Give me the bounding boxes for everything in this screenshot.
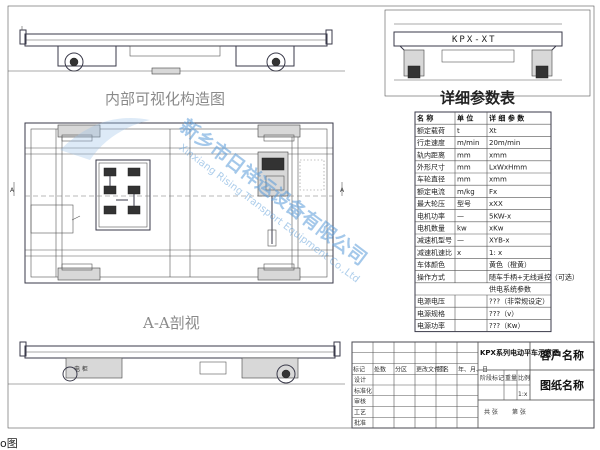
param-cell: 减速机速比 — [417, 248, 452, 257]
param-cell: Fx — [489, 188, 497, 196]
plan-view: A A — [10, 122, 345, 284]
meta-stage: 阶段标记 — [480, 374, 504, 382]
params-title: 详细参数表 — [440, 89, 516, 107]
param-cell: 减速机型号 — [417, 236, 452, 245]
param-cell: 最大轮压 — [417, 199, 445, 208]
param-cell: xKw — [489, 225, 504, 233]
param-cell: 5KW-x — [489, 212, 511, 220]
param-cell: m/min — [457, 139, 479, 147]
param-cell: 黄色（橙黄） — [489, 260, 531, 269]
param-cell: xmm — [489, 176, 507, 184]
param-cell: 额定载荷 — [417, 126, 445, 135]
param-cell: 随车手柄+无线遥控（可选） — [489, 272, 579, 281]
param-cell: ???（Kw） — [489, 322, 524, 330]
param-cell: LxWxHmm — [489, 164, 527, 172]
drawing-title: KPX系列电动平车示意图 — [480, 348, 559, 357]
side-view-top — [8, 26, 345, 75]
section-view-caption: A-A剖视 — [142, 314, 200, 332]
param-cell: 电源功率 — [417, 321, 445, 330]
svg-text:A: A — [10, 187, 15, 194]
param-cell: xXX — [489, 200, 503, 208]
param-cell: mm — [457, 151, 471, 159]
role-label: 审核 — [354, 398, 366, 406]
tab-label: o图 — [0, 437, 18, 450]
param-cell: 电源电压 — [417, 297, 445, 306]
revision-header: 处数 — [374, 365, 386, 373]
param-cell: XYB-x — [489, 237, 510, 245]
role-label: 标准化 — [354, 387, 372, 395]
param-cell: 车体颜色 — [417, 260, 445, 269]
param-cell: x — [457, 249, 461, 257]
param-cell: 操作方式 — [417, 272, 445, 281]
role-label: 设计 — [354, 376, 366, 384]
internal-view-caption: 内部可视化构造图 — [105, 90, 225, 108]
param-cell: 电机功率 — [417, 211, 445, 220]
revision-header: 更改文件号 — [416, 365, 446, 373]
param-cell: m/kg — [457, 188, 475, 196]
param-cell: 供电系统参数 — [489, 285, 531, 294]
param-cell: 电机数量 — [417, 224, 445, 233]
sheet-total: 共 张 — [484, 408, 498, 416]
param-header: 详 细 参 数 — [489, 114, 525, 123]
role-label: 批准 — [354, 419, 366, 427]
param-cell: 外形尺寸 — [417, 163, 445, 172]
model-code: KPX-XT — [452, 35, 497, 45]
param-header: 名 称 — [417, 114, 433, 123]
svg-text:A: A — [340, 187, 345, 194]
param-cell: 1: x — [489, 249, 502, 257]
section-view: 电 柜 — [8, 341, 345, 385]
ratio-value: 1:x — [518, 391, 528, 398]
revision-header: 年、月、日 — [458, 365, 488, 373]
param-cell: mm — [457, 164, 471, 172]
param-cell: — — [457, 212, 464, 220]
revision-header: 签名 — [437, 365, 449, 373]
param-cell: 20m/min — [489, 139, 520, 147]
sheet-number: 第 张 — [512, 408, 526, 416]
param-cell: 额定电流 — [417, 187, 445, 196]
param-cell: mm — [457, 176, 471, 184]
param-cell: 行走速度 — [417, 138, 445, 147]
revision-header: 分区 — [395, 365, 407, 373]
watermark-logo — [60, 118, 150, 160]
drawing-border — [7, 5, 595, 429]
role-label: 工艺 — [354, 408, 366, 416]
revision-header: 标记 — [353, 365, 365, 373]
company-watermark: 新乡市日祥运设备有限公司 Xinxiang Rising Transport E… — [175, 114, 371, 285]
param-cell: 电源规格 — [417, 309, 445, 318]
customer-name: 客户名称 — [539, 348, 584, 362]
param-cell: 车轮直径 — [417, 175, 445, 184]
param-cell: 型号 — [457, 199, 471, 208]
param-cell: ???（非常规设定） — [489, 297, 549, 306]
param-cell: xmm — [489, 151, 507, 159]
panel-label-left: 电 柜 — [74, 365, 88, 373]
param-header: 单 位 — [457, 114, 473, 123]
end-view: KPX-XT — [384, 9, 591, 97]
param-cell: kw — [457, 225, 467, 233]
param-cell: ???（v） — [489, 310, 518, 318]
param-cell: t — [457, 127, 460, 135]
meta-ratio: 比例 — [518, 374, 530, 382]
param-cell: 轨内距离 — [417, 150, 445, 159]
param-cell: — — [457, 237, 464, 245]
meta-weight: 重量 — [505, 374, 517, 382]
drawing-name: 图纸名称 — [540, 378, 584, 392]
param-cell: Xt — [489, 127, 497, 135]
